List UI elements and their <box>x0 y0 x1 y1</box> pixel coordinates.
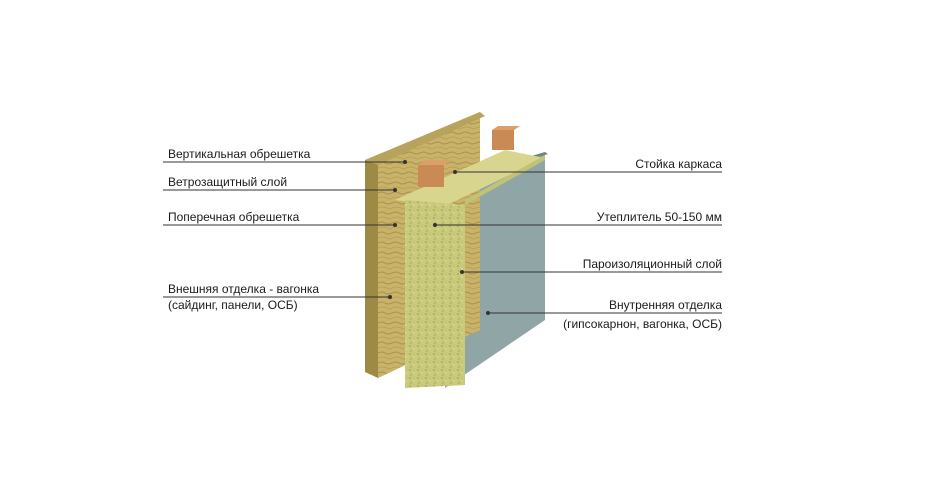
leader-dots <box>388 160 490 315</box>
leader-lines <box>163 161 722 314</box>
label-vapor-barrier: Пароизоляционный слой <box>582 257 722 271</box>
label-cross-lathing: Поперечная обрешетка <box>168 210 300 224</box>
insulation-block <box>395 150 545 388</box>
label-windproof-layer: Ветрозащитный слой <box>168 175 288 189</box>
label-interior-finish-note: (гипсокарнон, вагонка, ОСБ) <box>563 317 722 331</box>
label-vertical-lathing: Вертикальная обрешетка <box>168 147 311 161</box>
frame-posts <box>418 126 520 187</box>
label-exterior-finish-note: (сайдинг, панели, ОСБ) <box>168 298 298 312</box>
label-insulation: Утеплитель 50-150 мм <box>596 210 722 224</box>
label-frame-post: Стойка каркаса <box>635 157 722 171</box>
label-interior-finish: Внутренняя отделка <box>608 298 722 312</box>
label-exterior-finish: Внешняя отделка - вагонка <box>168 282 320 296</box>
